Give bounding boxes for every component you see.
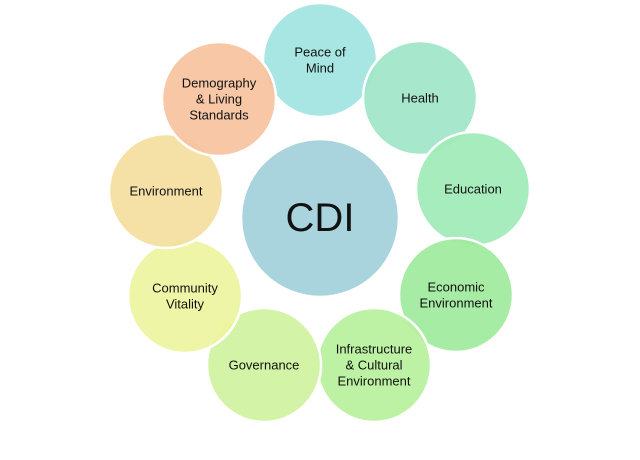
node-circle [361,39,479,157]
node-label-line: Education [444,182,502,197]
node-circle [397,236,515,354]
node-label-line: & Living [196,92,242,107]
node-label-line: Health [401,91,439,106]
node-health: Health [361,39,479,157]
node-label-line: Mind [306,61,334,76]
node-label-line: Environment [420,296,493,311]
node-governance: Governance [205,306,323,424]
node-label-line: Demography [182,76,257,91]
node-label-line: Economic [427,280,485,295]
node-label-line: Environment [338,374,411,389]
node-education: Education [414,130,532,248]
node-label-line: Peace of [294,45,346,60]
node-label-line: Infrastructure [336,342,413,357]
node-circle [160,40,278,158]
center-circle [239,137,401,299]
node-label-line: Community [152,281,218,296]
node-label-line: Standards [189,108,249,123]
node-label-line: Governance [229,358,300,373]
node-circle [107,132,225,250]
node-circle [205,306,323,424]
node-label-line: & Cultural [345,358,402,373]
center-label: CDI [286,196,355,240]
node-label-line: Vitality [166,297,205,312]
node-label-line: Environment [130,184,203,199]
node-environment: Environment [107,132,225,250]
